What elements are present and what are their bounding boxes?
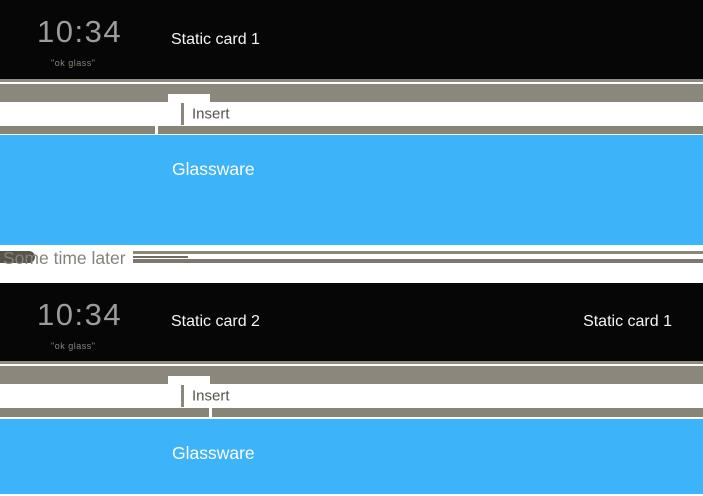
- glassware-label: Glassware: [172, 159, 255, 179]
- insert-card-notch: [168, 376, 210, 384]
- insert-card-notch: [168, 94, 210, 102]
- gap: [0, 81, 703, 84]
- clock-time: 10:34: [37, 297, 123, 332]
- card-edge-seam: [155, 125, 158, 134]
- card-edge-bar-lower-state2: [0, 408, 703, 417]
- timeline-card-home-state2: 10:34 "ok glass" Static card 2 Static ca…: [0, 283, 703, 361]
- time-passing-divider: Some time later: [0, 245, 703, 283]
- static-card-1-label-shifted: Static card 1: [583, 313, 672, 330]
- gap: [0, 494, 703, 496]
- some-time-later-label: Some time later: [3, 248, 126, 268]
- compressed-timeline-line: [133, 251, 703, 254]
- card-edge-bar-lower-state1: [0, 125, 703, 134]
- timeline-card-home-state1: 10:34 "ok glass" Static card 1: [0, 0, 703, 79]
- card-edge-thin-line-state2: [0, 361, 703, 364]
- compressed-timeline-line: [133, 255, 188, 258]
- static-card-1-label: Static card 1: [171, 30, 260, 48]
- insert-label: Insert: [192, 105, 230, 123]
- ok-glass-hint: "ok glass": [51, 58, 96, 68]
- insert-label: Insert: [192, 387, 230, 405]
- insert-slot-state1: Insert: [0, 102, 703, 126]
- compressed-timeline-line: [133, 259, 703, 263]
- glassware-card-state2: Glassware: [0, 419, 703, 494]
- card-edge-seam: [209, 408, 212, 417]
- insert-card-left-edge: [181, 385, 184, 407]
- card-edge-bar-state2: [0, 366, 703, 384]
- card-edge-thin-line-state1: [0, 79, 703, 82]
- clock-time: 10:34: [37, 14, 123, 49]
- static-card-2-label: Static card 2: [171, 313, 260, 330]
- card-edge-bar-state1: [0, 84, 703, 102]
- insert-card-left-edge: [181, 103, 184, 125]
- glassware-label: Glassware: [172, 443, 255, 463]
- ok-glass-hint: "ok glass": [51, 341, 96, 351]
- gap: [0, 134, 703, 135]
- gap: [0, 363, 703, 366]
- glassware-card-state1: Glassware: [0, 135, 703, 245]
- insert-slot-state2: Insert: [0, 384, 703, 408]
- gap: [0, 416, 703, 419]
- timeline-edge-cap: [0, 251, 35, 263]
